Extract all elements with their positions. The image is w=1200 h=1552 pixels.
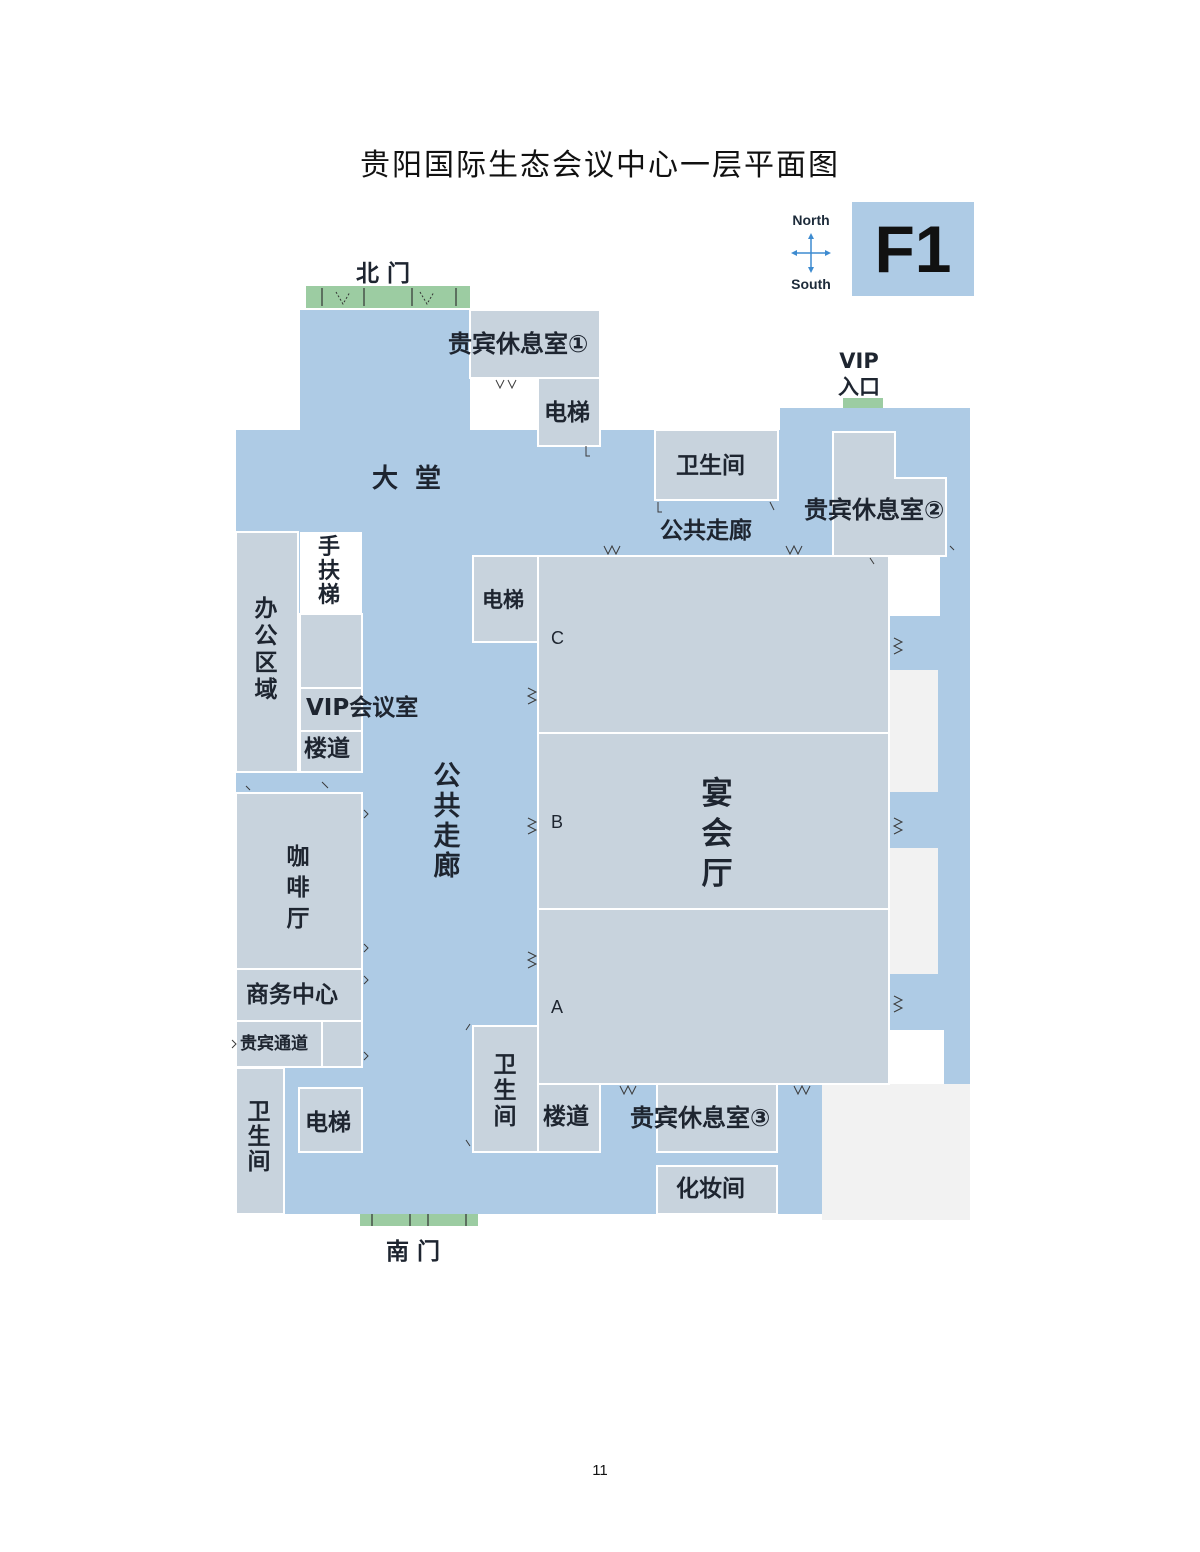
restroom-southwest-room: [235, 1067, 285, 1215]
business-center-extension: [321, 1020, 363, 1068]
compass-south-label: South: [791, 276, 831, 292]
elevator-north-label: 电梯: [544, 400, 590, 426]
vip-lounge-1-label: 贵宾休息室①: [448, 330, 589, 358]
vip-entrance-doors: [843, 398, 883, 408]
corridor-main-label: 公共走廊: [433, 761, 461, 882]
vip-lounge-1-room: [469, 309, 601, 379]
page-number: 11: [592, 1462, 608, 1479]
vip-passage-label: 贵宾通道: [240, 1034, 308, 1054]
banquet-section-b: [537, 732, 890, 910]
banquet-section-b-label: B: [551, 812, 564, 832]
elevator-south-room: [298, 1087, 363, 1153]
banquet-section-a-label: A: [551, 997, 564, 1017]
stairs-west-room: [299, 730, 363, 773]
business-center-room: [235, 968, 363, 1022]
elevator-mid-label: 电梯: [482, 588, 524, 612]
makeup-room: [656, 1165, 778, 1215]
vip-lounge-2-label: 贵宾休息室②: [804, 496, 945, 524]
banquet-section-c: [537, 555, 890, 734]
elevator-north-room: [537, 377, 601, 447]
escalator-area: [300, 532, 362, 614]
restroom-north-room: [654, 429, 779, 501]
office-label: 办公区域: [254, 596, 278, 703]
stairs-south-label: 楼道: [543, 1104, 589, 1130]
stairs-west-label: 楼道: [304, 736, 350, 762]
restroom-center-label: 卫生间: [493, 1052, 517, 1130]
elevator-south-label: 电梯: [305, 1110, 351, 1136]
banquet-hall-label: 宴会厅: [701, 776, 733, 892]
floor-badge: F1: [852, 202, 974, 296]
cafe-label: 咖啡厅: [286, 844, 310, 932]
vip-meeting-upper: [299, 613, 363, 689]
south-gate-label: 南 门: [386, 1239, 441, 1265]
vip-lounge-3-room: [656, 1083, 778, 1153]
north-gate-label: 北 门: [356, 261, 411, 287]
restroom-north-label: 卫生间: [676, 453, 745, 479]
compass-arrows-icon: [791, 233, 831, 273]
door-marks: [231, 379, 955, 1147]
vip-meeting-room: [299, 687, 363, 732]
compass-north-label: North: [792, 212, 830, 228]
office-room: [235, 531, 299, 773]
restroom-center-room: [472, 1025, 539, 1153]
north-gate-doors: [306, 286, 470, 308]
stairs-south-room: [537, 1083, 601, 1153]
compass: North South: [780, 210, 842, 292]
banquet-section-a: [537, 908, 890, 1085]
cafe-room: [235, 792, 363, 970]
vip-meeting-label: VIP会议室: [306, 695, 419, 721]
unused-areas: [822, 556, 970, 1220]
corridor-north-label: 公共走廊: [660, 518, 752, 544]
makeup-room-label: 化妆间: [676, 1176, 745, 1202]
escalator-label: 手扶梯: [317, 535, 340, 608]
vip-entrance-label: VIP 入口: [838, 349, 880, 400]
banquet-section-c-label: C: [551, 628, 564, 648]
page-title: 贵阳国际生态会议中心一层平面图: [360, 148, 840, 183]
lobby-label: 大 堂: [372, 464, 446, 494]
south-gate-doors: [360, 1214, 478, 1226]
restroom-southwest-label: 卫生间: [247, 1099, 271, 1175]
business-center-label: 商务中心: [246, 982, 338, 1008]
vip-lounge-3-label: 贵宾休息室③: [630, 1104, 771, 1132]
